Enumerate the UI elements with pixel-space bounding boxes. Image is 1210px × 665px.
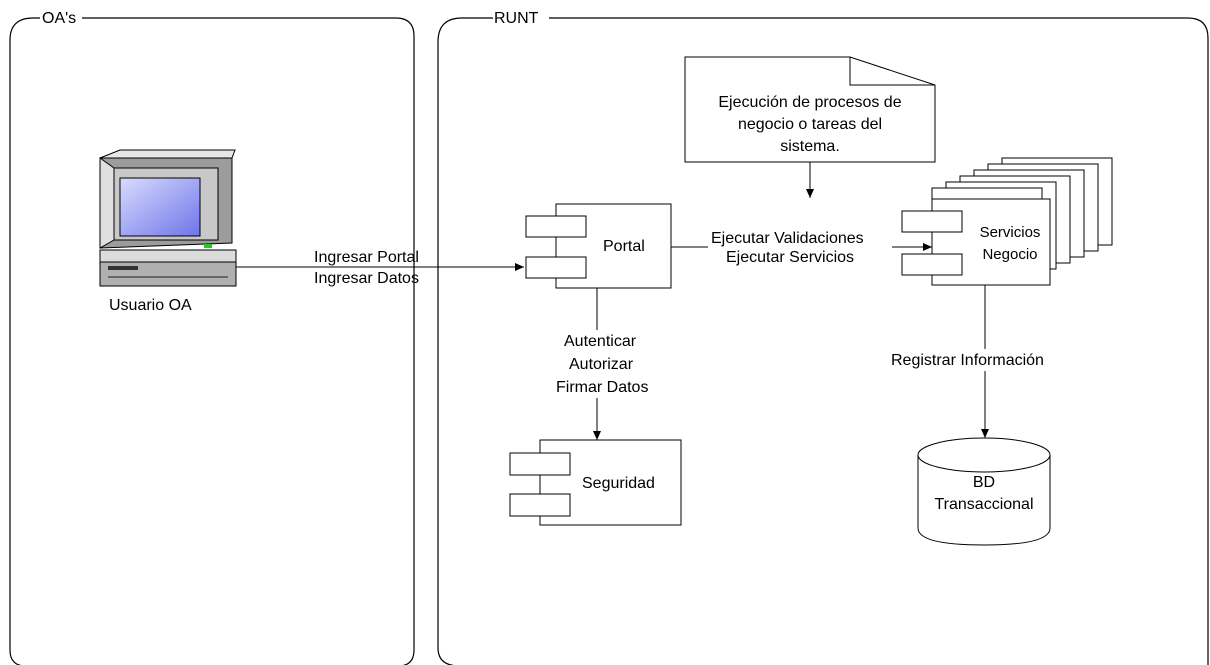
edge-label-firmar-datos: Firmar Datos xyxy=(556,379,648,396)
swimlane-oas-title: OA's xyxy=(42,10,76,27)
portal-label: Portal xyxy=(603,238,645,255)
security-component: Seguridad xyxy=(509,439,682,526)
edge-label-ejecutar-servicios: Ejecutar Servicios xyxy=(726,249,854,266)
services-label-line-2: Negocio xyxy=(982,246,1037,263)
portal-component: Portal xyxy=(525,203,672,289)
swimlane-runt: RUNT xyxy=(437,9,1209,665)
note-shape: Ejecución de procesos de negocio o tarea… xyxy=(684,56,936,163)
swimlane-oas: OA's xyxy=(9,9,415,665)
database-cylinder: BD Transaccional xyxy=(917,437,1051,546)
edge-label-ingresar-portal: Ingresar Portal xyxy=(314,249,419,266)
database-label-line-2: Transaccional xyxy=(934,496,1033,513)
edge-label-autorizar: Autorizar xyxy=(569,356,634,373)
actor-label: Usuario OA xyxy=(109,297,192,314)
edge-label-ingresar-datos: Ingresar Datos xyxy=(314,270,419,287)
computer-icon xyxy=(99,149,237,287)
security-label: Seguridad xyxy=(582,475,655,492)
note-line-2: negocio o tareas del xyxy=(738,116,882,133)
note-line-1: Ejecución de procesos de xyxy=(718,94,901,111)
edge-label-ejecutar-validaciones: Ejecutar Validaciones xyxy=(711,230,864,247)
database-label-line-1: BD xyxy=(973,474,995,491)
edge-label-autenticar: Autenticar xyxy=(564,333,637,350)
services-component: Servicios Negocio xyxy=(901,157,1113,286)
note-line-3: sistema. xyxy=(780,138,840,155)
services-label-line-1: Servicios xyxy=(980,224,1041,241)
edge-label-registrar-informacion: Registrar Información xyxy=(891,352,1044,369)
swimlane-runt-title: RUNT xyxy=(494,10,539,27)
